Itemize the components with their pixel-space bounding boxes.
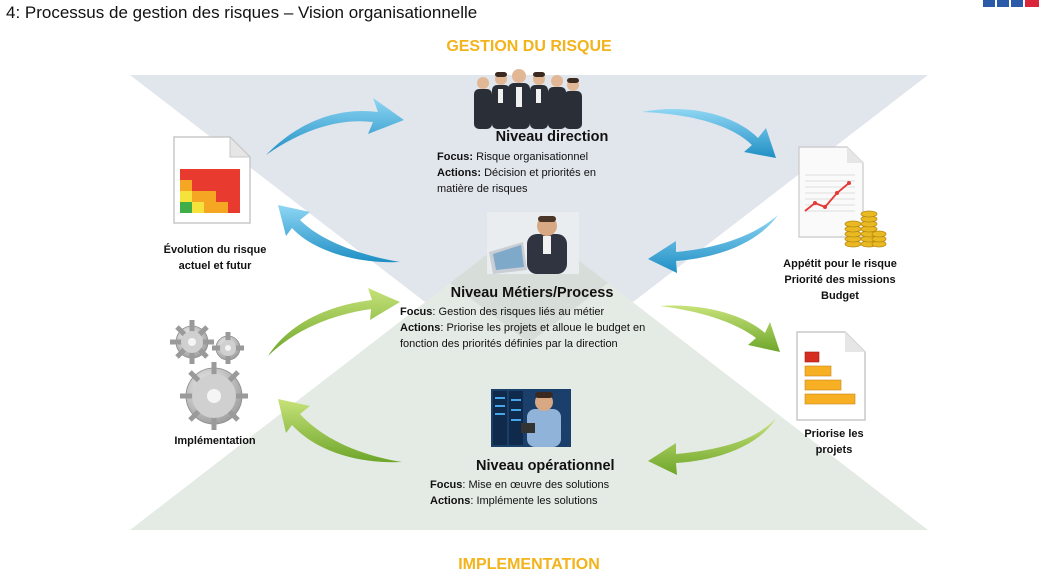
level-direction: Niveau direction Focus: Risque organisat… bbox=[437, 129, 627, 197]
level-metiers-actions: Actions: Priorise les projets et alloue … bbox=[400, 322, 646, 350]
heading-gestion-du-risque: GESTION DU RISQUE bbox=[446, 38, 612, 55]
arrow-green-to-implementation bbox=[278, 399, 402, 463]
arrow-blue-to-evolution bbox=[278, 205, 400, 263]
technician-servers-photo bbox=[491, 389, 571, 447]
level-operationnel-title: Niveau opérationnel bbox=[476, 458, 615, 474]
level-operationnel-focus: Focus: Mise en œuvre des solutions bbox=[430, 479, 610, 491]
level-operationnel: Niveau opérationnel Focus: Mise en œuvre… bbox=[430, 458, 660, 509]
level-direction-focus: Focus: Risque organisationnel bbox=[437, 151, 589, 163]
arrow-blue-to-direction bbox=[266, 98, 404, 155]
label-appetit: Appétit pour le risque Priorité des miss… bbox=[783, 258, 897, 302]
arrow-green-to-priorise bbox=[660, 305, 780, 352]
bottom-triangle bbox=[130, 222, 928, 530]
businessman-laptop-photo bbox=[487, 212, 579, 274]
arrow-blue-to-metiers bbox=[648, 215, 778, 273]
risk-heatmap-document-icon bbox=[173, 135, 252, 224]
slide-title: 4: Processus de gestion des risques – Vi… bbox=[6, 3, 478, 22]
label-evolution: Évolution du risque actuel et futur bbox=[163, 244, 267, 272]
level-operationnel-actions: Actions: Implémente les solutions bbox=[430, 495, 598, 507]
level-direction-actions: Actions: Décision et priorités en matièr… bbox=[437, 167, 596, 195]
arrow-green-to-operationnel bbox=[648, 418, 776, 475]
arrow-green-to-metiers bbox=[268, 288, 400, 356]
label-implementation: Implémentation bbox=[174, 435, 256, 447]
company-logo-icon bbox=[983, 0, 1039, 7]
report-chart-coins-icon bbox=[798, 146, 887, 248]
gears-icon bbox=[170, 320, 248, 430]
overlap-diamond bbox=[450, 222, 608, 343]
level-metiers-title: Niveau Métiers/Process bbox=[450, 285, 614, 301]
heading-implementation: IMPLEMENTATION bbox=[458, 556, 600, 573]
level-metiers: Niveau Métiers/Process Focus: Gestion de… bbox=[400, 285, 662, 352]
label-priorise: Priorise les projets bbox=[804, 428, 864, 456]
level-direction-title: Niveau direction bbox=[495, 129, 609, 145]
arrow-blue-to-report bbox=[642, 109, 776, 158]
level-metiers-focus: Focus: Gestion des risques liés au métie… bbox=[400, 306, 605, 318]
priority-bars-document-icon bbox=[796, 331, 866, 421]
executives-group-photo bbox=[474, 69, 582, 129]
